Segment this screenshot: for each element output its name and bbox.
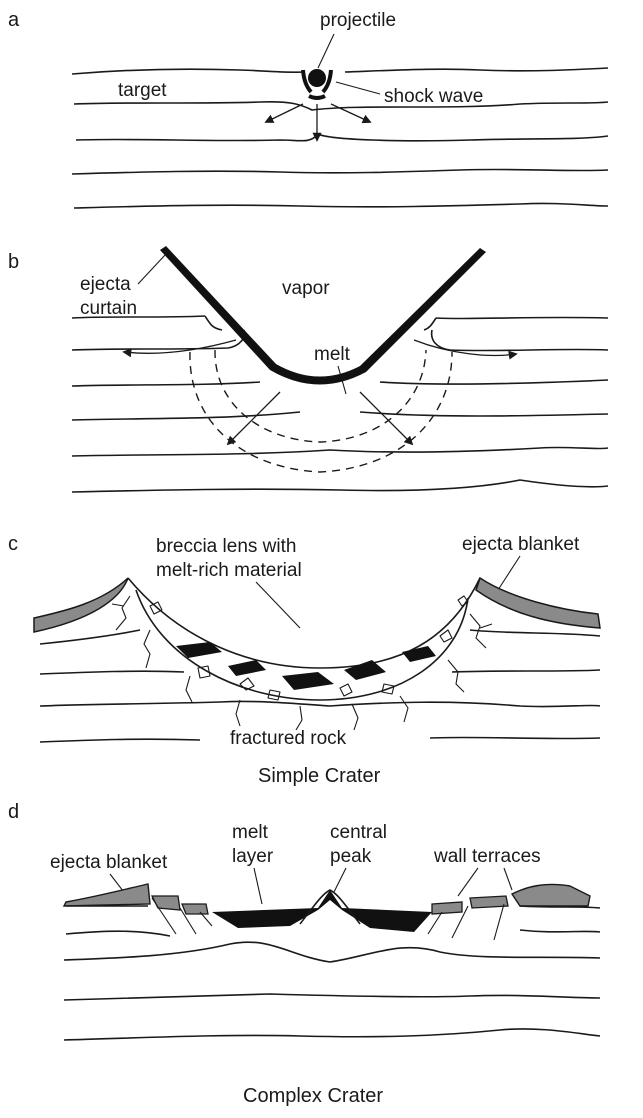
ejecta-blanket-left-d [64,884,150,906]
terrace-block [470,896,508,908]
panel-d-letter: d [8,801,19,823]
panel-c: c breccia lens with melt-rich material e… [8,533,600,787]
stratum-line [76,134,608,141]
stratum-line [72,447,608,456]
stratum-line [64,942,600,962]
stratum-line [64,994,600,1000]
stratum-line [72,69,305,74]
melt-layer-label-1: melt [232,822,269,843]
ejecta-blanket-label-d: ejecta blanket [50,852,168,873]
shock-wave-label: shock wave [384,86,483,107]
fracture [352,704,358,730]
fracture [296,706,302,730]
ejecta-arrow-right [414,340,516,355]
shock-arrow-down-right [360,392,412,444]
terrace-block [182,904,208,914]
central-peak-leader [334,868,346,892]
fracture [186,676,192,702]
fracture [400,696,408,722]
curtain-edge-right [424,318,436,330]
melt-blob [344,660,386,680]
ejecta-blanket-left [34,578,128,632]
fractured-rock-label: fractured rock [230,728,347,749]
breccia-clast [340,684,352,696]
ejecta-blanket-right [476,578,600,628]
complex-crater-caption: Complex Crater [243,1085,383,1107]
melt-blob [402,646,436,662]
fracture [144,630,150,668]
fracture [448,660,464,692]
stratum-line [40,630,140,644]
panel-a-letter: a [8,9,20,31]
shock-front-bottom [309,96,325,98]
panel-b-letter: b [8,251,19,273]
panel-b: b vapor ejecta curtain melt [8,246,608,492]
ejecta-arrow-left [124,340,236,353]
wall-terraces-label: wall terraces [433,846,541,867]
wall-terraces-leader-left [458,868,478,896]
curtain-edge-left [205,316,222,330]
melt-blob [282,672,334,690]
shock-arrow-left [266,104,303,122]
stratum-line [72,412,300,420]
stratum-line [40,671,184,674]
melt-label: melt [314,344,351,365]
breccia-clast [440,630,452,642]
melt-blob [228,660,266,676]
stratum-line [40,701,600,706]
breccia-leader [256,582,300,628]
projectile-leader [318,34,334,68]
stratum-line [72,480,608,492]
central-peak-label-1: central [330,822,387,843]
ejecta-blanket-right-d [512,884,590,906]
projectile-label: projectile [320,10,396,31]
simple-crater-caption: Simple Crater [258,765,381,787]
panel-d: d ejecta blanket melt layer central peak… [8,801,600,1107]
ejecta-blanket-leader-c [498,556,520,590]
melt-layer-leader [254,868,262,904]
ejecta-curtain-leader [138,254,166,284]
projectile-ball [308,69,326,87]
stratum-line [470,630,600,636]
terrace-block [432,902,462,914]
panel-a: a projectile target shock wave [8,9,608,208]
stratum-line [72,169,608,174]
ejecta-curtain-label-2: curtain [80,298,137,319]
stratum-line [380,380,608,384]
stratum-line [452,670,600,672]
ejecta-curtain-label-1: ejecta [80,274,131,295]
ejecta-blanket-label-c: ejecta blanket [462,534,580,555]
breccia-label-1: breccia lens with [156,536,296,557]
wall-terraces-leader-right [504,868,512,890]
stratum-line [432,330,608,351]
target-label: target [118,80,167,101]
stratum-line [520,930,600,932]
stratum-line [74,203,608,208]
stratum-line [66,931,170,936]
shock-arrow-down-left [228,392,280,444]
central-peak-label-2: peak [330,846,372,867]
terrace-block [152,896,180,910]
stratum-line [72,382,260,386]
stratum-line [436,317,608,318]
breccia-label-2: melt-rich material [156,560,302,581]
fracture [112,596,130,630]
fracture [236,700,240,726]
stratum-line [345,68,608,72]
stratum-line [72,330,244,350]
shock-wave-leader [336,82,380,94]
panel-c-letter: c [8,533,18,555]
vapor-label: vapor [282,278,330,299]
stratum-line [64,1029,600,1040]
melt-layer-label-2: layer [232,846,274,867]
